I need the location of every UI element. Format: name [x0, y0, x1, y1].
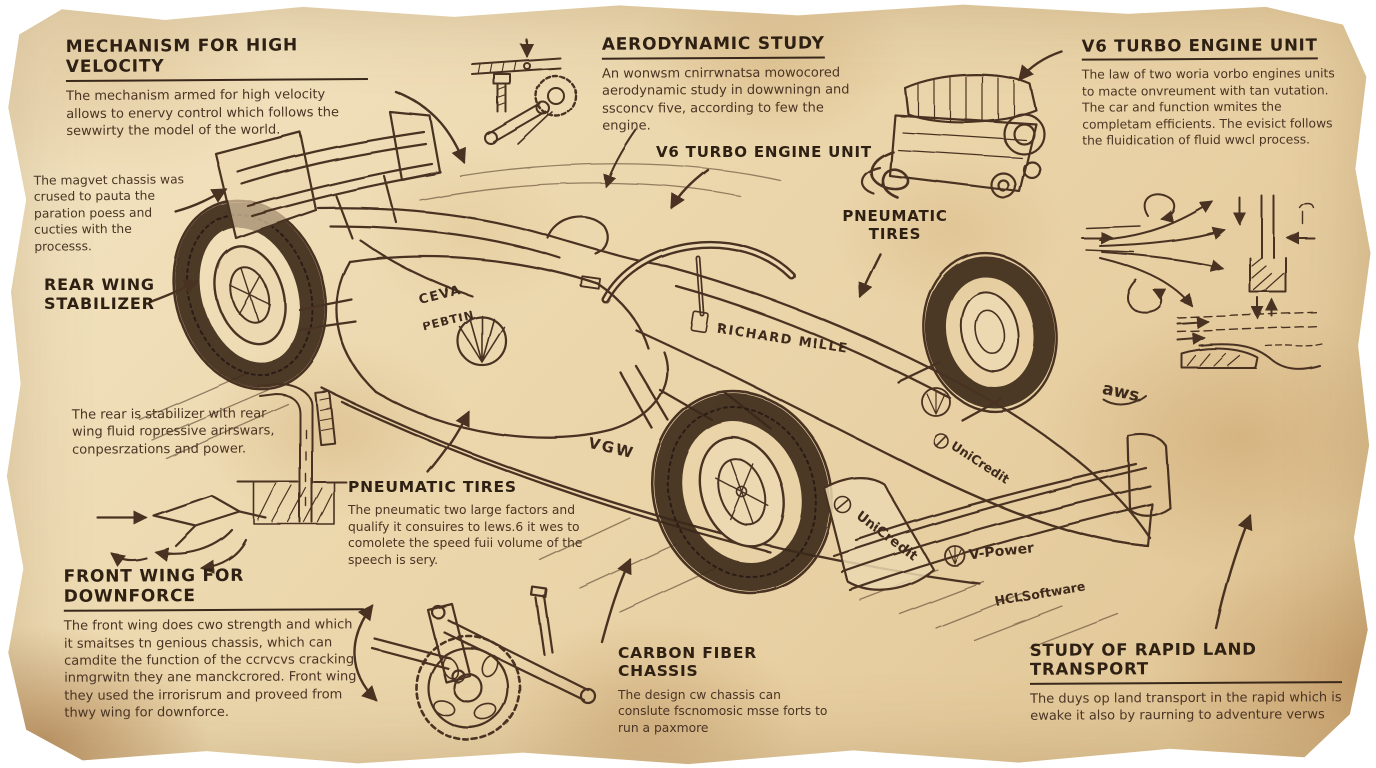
annotation-v6-block: V6 TURBO ENGINE UNIT The law of two wori…	[1081, 35, 1337, 149]
annotation-arrows	[148, 90, 1253, 644]
label-pneumatic-tires: PNEUMATIC TIRES	[838, 207, 952, 243]
annotation-mechanism: MECHANISM FOR HIGH VELOCITY The mechanis…	[65, 34, 369, 140]
wing-profile-sketch	[96, 494, 268, 574]
sponsor-ceva: CEVA	[417, 283, 463, 308]
flow-pipe-sketch	[237, 383, 347, 525]
shell-pecten-sidepod	[456, 315, 508, 367]
annotation-mechanism-body: The mechanism armed for high velocity al…	[66, 87, 339, 139]
unicredit-logo-nose	[933, 433, 949, 449]
unicredit-logo-wing	[834, 496, 852, 514]
annotation-transport-body: The duys op land transport in the rapid …	[1030, 690, 1342, 725]
annotation-rear-note: The rear is stabilizer with rear wing fl…	[72, 405, 282, 459]
shell-pecten-vpower	[944, 545, 966, 567]
label-rear-wing-stabilizer: REAR WING STABILIZER	[44, 275, 204, 314]
mechanism-sketch	[471, 38, 578, 145]
annotation-pneumatic-heading: PNEUMATIC TIRES	[348, 478, 517, 496]
front-left-wheel	[650, 390, 834, 594]
annotation-aero-heading: AERODYNAMIC STUDY	[601, 33, 825, 60]
gear-linkage-sketch	[353, 585, 597, 742]
annotation-v6-body: The law of two woria vorbo engines units…	[1081, 66, 1335, 149]
annotation-transport-heading: STUDY OF RAPID LAND TRANSPORT	[1029, 639, 1343, 685]
annotation-v6-heading: V6 TURBO ENGINE UNIT	[1081, 35, 1318, 62]
annotation-pneumatic-block: PNEUMATIC TIRES The pneumatic two large …	[348, 478, 600, 568]
annotation-carbon-heading: CARBON FIBER CHASSIS	[618, 644, 757, 681]
annotation-carbon: CARBON FIBER CHASSIS The design cw chass…	[618, 644, 830, 736]
sponsor-vpower: V-Power	[969, 540, 1035, 564]
ferrari-shield	[690, 310, 709, 333]
front-wing	[822, 433, 1172, 592]
annotation-aero-body: An wonwsm cnirrwnatsa mowocored aerodyna…	[601, 65, 850, 134]
halo	[602, 240, 796, 317]
annotation-rear-body: The rear is stabilizer with rear wing fl…	[71, 406, 275, 458]
annotation-mechanism-heading: MECHANISM FOR HIGH VELOCITY	[65, 34, 368, 83]
engine-sketch	[861, 50, 1064, 200]
sponsor-unicredit-nose: UniCredit	[948, 438, 1012, 487]
annotation-front-wing-body: The front wing does cwo strength and whi…	[63, 617, 357, 721]
label-v6-center-text: V6 TURBO ENGINE UNIT	[656, 143, 872, 161]
engine-cover	[316, 206, 668, 291]
aws-smile	[1103, 395, 1147, 406]
front-right-wheel	[922, 251, 1058, 413]
ground-hatch-lines	[139, 163, 1119, 649]
annotation-carbon-body: The design cw chassis can conslute fscno…	[618, 687, 828, 735]
annotation-pneumatic-body: The pneumatic two large factors and qual…	[348, 503, 583, 567]
label-v6-turbo-center: V6 TURBO ENGINE UNIT	[656, 143, 926, 162]
label-pneumatic-text: PNEUMATIC TIRES	[842, 207, 948, 243]
sponsor-richard-mille: RICHARD MILLE	[715, 321, 849, 357]
annotation-aero-study: AERODYNAMIC STUDY An wonwsm cnirrwnatsa …	[601, 33, 871, 135]
airflow-diagrams	[1081, 193, 1323, 371]
rear-left-wheel	[172, 199, 328, 391]
sponsor-hcl: HCLSoftware	[994, 578, 1086, 609]
label-rear-wing-text: REAR WING STABILIZER	[44, 275, 155, 313]
annotation-magnet-body: The magvet chassis was crused to pauta t…	[33, 172, 185, 254]
sponsor-pebtin: PEBTIN	[421, 308, 476, 334]
annotation-front-wing-heading: FRONT WING FOR DOWNFORCE	[63, 565, 364, 612]
annotation-magnet-note: The magvet chassis was crused to pauta t…	[34, 171, 193, 255]
rear-wing	[214, 110, 474, 298]
annotation-front-wing: FRONT WING FOR DOWNFORCE The front wing …	[63, 565, 365, 722]
annotation-transport: STUDY OF RAPID LAND TRANSPORT The duys o…	[1029, 639, 1343, 725]
shell-pecten-nose	[921, 387, 951, 417]
sponsor-vgw: VGW	[587, 434, 636, 462]
